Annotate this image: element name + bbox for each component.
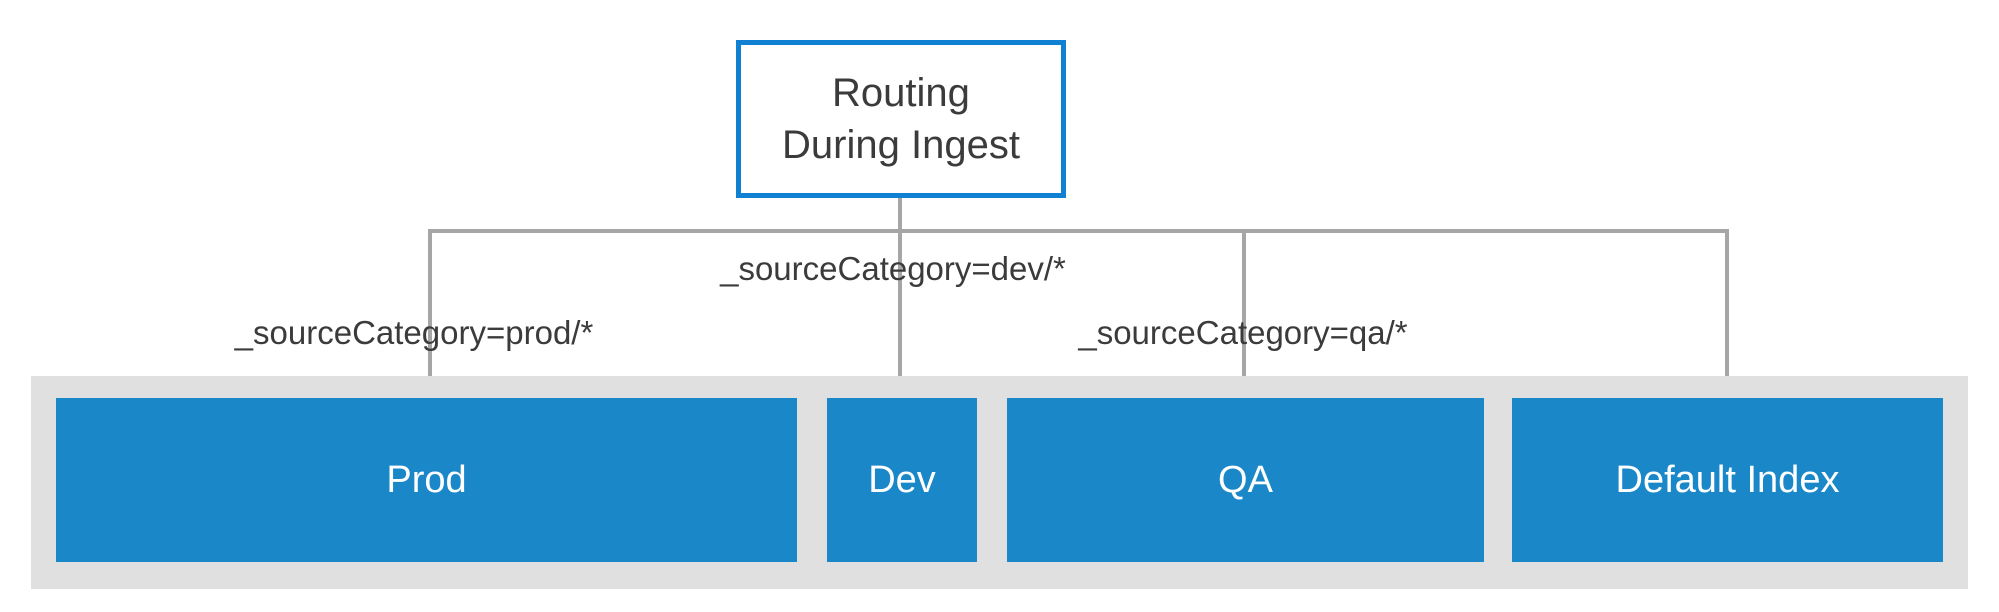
edge-label-prod: _sourceCategory=prod/* bbox=[234, 314, 594, 351]
connector-horizontal-line bbox=[428, 229, 1729, 233]
connector-vertical-prod bbox=[428, 229, 432, 383]
node-default-index: Default Index bbox=[1512, 398, 1943, 562]
root-node-routing-during-ingest: Routing During Ingest bbox=[736, 40, 1066, 198]
edge-label-qa: _sourceCategory=qa/* bbox=[1078, 314, 1408, 351]
connector-vertical-dev bbox=[898, 198, 902, 383]
node-qa: QA bbox=[1007, 398, 1484, 562]
connector-vertical-default-index bbox=[1725, 229, 1729, 383]
connector-vertical-qa bbox=[1242, 229, 1246, 383]
node-prod: Prod bbox=[56, 398, 797, 562]
edge-label-dev: _sourceCategory=dev/* bbox=[720, 250, 1066, 287]
node-dev: Dev bbox=[827, 398, 977, 562]
